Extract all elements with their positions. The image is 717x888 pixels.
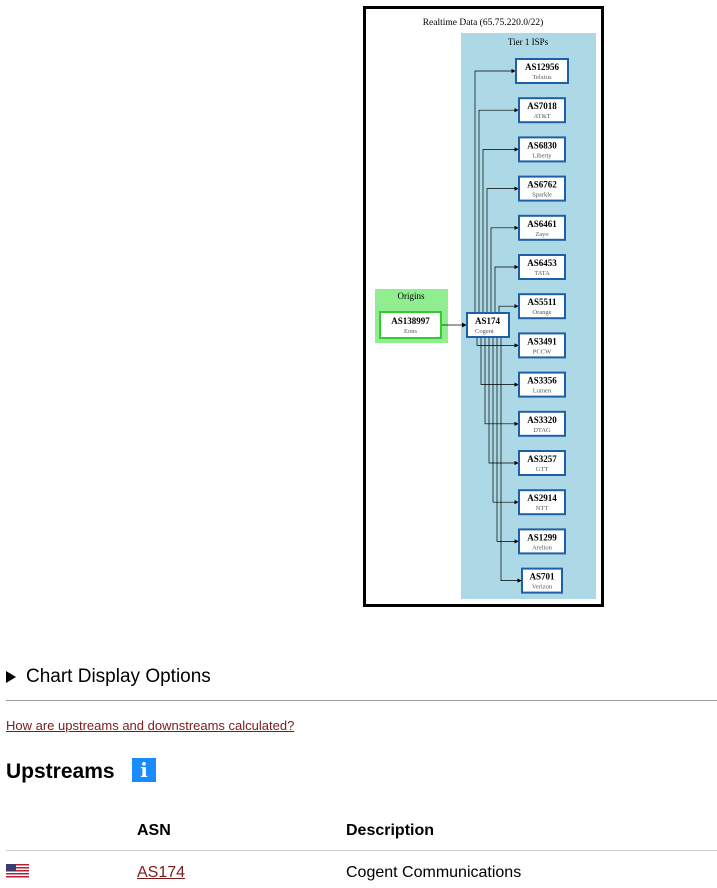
graph-edges [441, 68, 522, 583]
as-graph: Realtime Data (65.75.220.0/22) Tier 1 IS… [363, 6, 604, 607]
edge-transit-as3491 [476, 337, 519, 348]
tier1-node-name: GTT [536, 466, 549, 473]
tier1-node-asn: AS2914 [527, 493, 557, 503]
transit-node[interactable]: AS174 Cogent [466, 312, 510, 338]
tier1-node-name: Verizon [532, 584, 553, 591]
tier1-node-asn: AS6453 [527, 258, 557, 268]
tier1-node-name: Sparkle [532, 192, 552, 199]
edge-transit-as7018 [478, 108, 519, 313]
graph-title: Realtime Data (65.75.220.0/22) [423, 17, 544, 28]
tier1-node-asn: AS3257 [527, 454, 557, 464]
tier1-node-asn: AS6762 [527, 180, 557, 190]
edge-transit-as12956 [474, 68, 516, 313]
edge-transit-as6762 [486, 186, 519, 313]
tier1-node-name: Liberty [532, 152, 552, 159]
tier1-node-name: DTAG [533, 427, 551, 434]
column-header-asn[interactable]: ASN [137, 822, 171, 839]
table-header-divider [6, 850, 717, 851]
edge-transit-as6461 [490, 225, 519, 313]
tier1-node-asn: AS701 [529, 572, 555, 582]
tier1-node-asn: AS3491 [527, 336, 557, 346]
tier1-node-name: Orange [532, 309, 551, 316]
us-flag-icon [6, 864, 29, 879]
origin-node[interactable]: AS138997 Eons [379, 311, 442, 339]
edge-transit-as1299 [496, 337, 519, 544]
tier1-node-name: Arelion [532, 544, 553, 551]
edge-transit-as6830 [482, 147, 519, 313]
tier1-node-name: NTT [536, 505, 549, 512]
tier1-node-asn: AS6461 [527, 219, 557, 229]
upstream-asn-link[interactable]: AS174 [137, 864, 186, 881]
as-graph-svg: Realtime Data (65.75.220.0/22) Tier 1 IS… [375, 17, 596, 599]
chart-display-options-label: Chart Display Options [26, 666, 211, 687]
column-header-description[interactable]: Description [346, 822, 435, 839]
upstreams-heading: Upstreams [6, 760, 115, 783]
tier1-node-name: TATA [534, 270, 550, 277]
tier1-node-name: Zayo [535, 231, 548, 238]
tier1-nodes: AS12956TelxiusAS7018AT&TAS6830LibertyAS6… [515, 58, 569, 594]
tier1-node-name: PCCW [533, 348, 552, 355]
tier1-node-name: Telxius [532, 74, 552, 81]
tier1-node-asn: AS12956 [525, 62, 560, 72]
edge-transit-as6453 [494, 264, 519, 313]
edge-transit-as3356 [480, 337, 519, 387]
edge-transit-as2914 [492, 337, 519, 505]
chart-display-options[interactable]: Chart Display Options [6, 666, 211, 688]
origin-node-name: Eons [404, 328, 417, 335]
edge-transit-as3320 [484, 337, 519, 426]
origin-node-asn: AS138997 [391, 316, 430, 326]
edge-transit-as701 [500, 337, 522, 583]
tier1-node-name: AT&T [534, 113, 551, 120]
tier1-node-name: Lumen [533, 388, 552, 395]
tier1-node-asn: AS3356 [527, 376, 557, 386]
upstream-description: Cogent Communications [346, 864, 522, 881]
tier1-node-asn: AS7018 [527, 101, 557, 111]
tier1-node-asn: AS6830 [527, 140, 557, 150]
divider [6, 700, 717, 701]
transit-node-asn: AS174 [475, 316, 501, 326]
origins-cluster-label: Origins [398, 291, 425, 301]
disclosure-triangle-icon [6, 671, 16, 683]
upstreams-help-link[interactable]: How are upstreams and downstreams calcul… [6, 718, 295, 733]
transit-node-name: Cogent [475, 328, 494, 335]
edge-transit-as5511 [498, 304, 519, 313]
tier1-cluster-label: Tier 1 ISPs [508, 37, 549, 47]
tier1-node-asn: AS5511 [527, 297, 557, 307]
tier1-node-asn: AS3320 [527, 415, 557, 425]
tier1-node-asn: AS1299 [527, 532, 557, 542]
edge-transit-as3257 [488, 337, 519, 466]
info-icon[interactable]: i [132, 758, 156, 782]
